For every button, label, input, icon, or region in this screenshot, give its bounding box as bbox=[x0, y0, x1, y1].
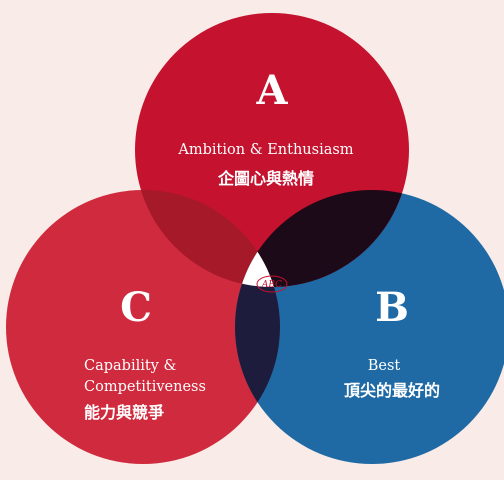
circle-c-english-line1: Capability & bbox=[84, 358, 176, 374]
circle-b-chinese-label: 頂尖的最好的 bbox=[344, 381, 440, 400]
circle-a-chinese-label: 企圖心與熱情 bbox=[217, 169, 314, 188]
center-logo-text: ABC bbox=[261, 280, 282, 290]
overlap-a-c bbox=[135, 190, 280, 287]
circle-c-english-line2: Competitiveness bbox=[84, 379, 206, 395]
circle-b-letter: B bbox=[375, 284, 409, 331]
circle-a-letter: A bbox=[255, 67, 288, 114]
circle-c-chinese-label: 能力與競爭 bbox=[84, 403, 164, 422]
circle-c-letter: C bbox=[120, 284, 152, 331]
overlap-a-b bbox=[235, 190, 409, 287]
circle-a-english-label: Ambition & Enthusiasm bbox=[177, 142, 353, 158]
circle-b-english-label: Best bbox=[368, 358, 401, 374]
abc-logo-icon: ABC bbox=[256, 275, 288, 293]
